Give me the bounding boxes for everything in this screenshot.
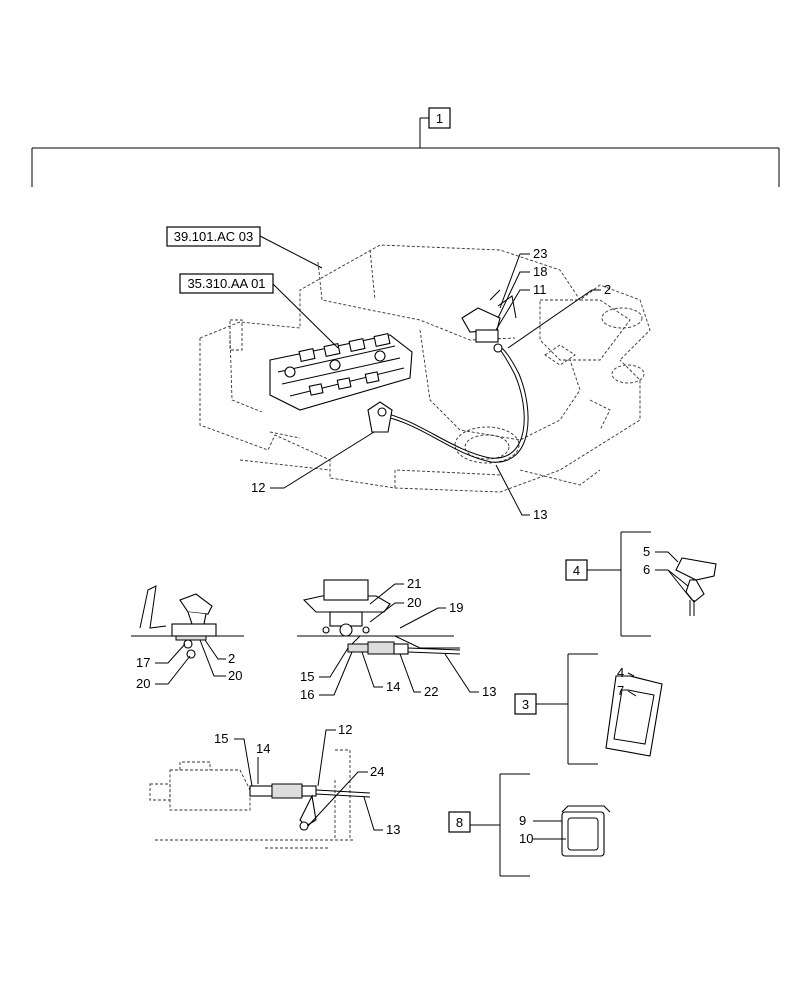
callout-3: 3 xyxy=(522,697,529,712)
item-number-label: 23 xyxy=(533,246,547,261)
kit-4: 4 5 6 xyxy=(565,531,717,637)
callout-8: 8 xyxy=(456,815,463,830)
item-number-label: 22 xyxy=(424,684,438,699)
detail-valve-cable-view: 15 14 12 24 13 xyxy=(149,722,400,849)
item-number-label: 21 xyxy=(407,576,421,591)
item-number-label: 24 xyxy=(370,764,384,779)
callout-1: 1 xyxy=(436,111,443,126)
item-number-label: 20 xyxy=(136,676,150,691)
item-number-label: 15 xyxy=(214,731,228,746)
item-number-label: 13 xyxy=(533,507,547,522)
kit-8: 8 9 10 xyxy=(448,773,611,877)
item-number-label: 14 xyxy=(386,679,400,694)
reference-39-101-label: 39.101.AC 03 xyxy=(174,229,254,244)
kit-3: 3 4 7 xyxy=(514,653,663,765)
item-number-label: 13 xyxy=(386,822,400,837)
detail-pedal-view: 17 20 2 20 xyxy=(131,585,244,691)
control-valve-bank xyxy=(269,333,413,411)
item-number-label: 9 xyxy=(519,813,526,828)
item-number-label: 15 xyxy=(300,669,314,684)
item-number-label: 20 xyxy=(228,668,242,683)
item-number-label: 19 xyxy=(449,600,463,615)
item-number-label: 4 xyxy=(617,665,624,680)
item-number-label: 20 xyxy=(407,595,421,610)
control-cable xyxy=(379,344,525,459)
reference-35-310-label: 35.310.AA 01 xyxy=(187,276,265,291)
item-number-label: 6 xyxy=(643,562,650,577)
item-number-label: 5 xyxy=(643,544,650,559)
top-bracket: 1 xyxy=(31,107,780,187)
item-number-label: 12 xyxy=(251,480,265,495)
item-number-label: 17 xyxy=(136,655,150,670)
item-number-label: 2 xyxy=(604,282,611,297)
main-assembly-view xyxy=(199,244,651,493)
main-view-labels: 23 18 11 2 12 13 xyxy=(251,246,611,522)
item-number-label: 12 xyxy=(338,722,352,737)
callout-4: 4 xyxy=(573,563,580,578)
reference-35-310[interactable]: 35.310.AA 01 xyxy=(179,273,339,349)
item-number-label: 14 xyxy=(256,741,270,756)
detail-switch-view: 21 20 19 15 16 14 22 13 xyxy=(297,576,496,702)
reference-39-101[interactable]: 39.101.AC 03 xyxy=(166,226,323,269)
item-number-label: 16 xyxy=(300,687,314,702)
item-number-label: 11 xyxy=(533,282,547,297)
item-number-label: 10 xyxy=(519,831,533,846)
item-number-label: 2 xyxy=(228,651,235,666)
item-number-label: 7 xyxy=(617,683,624,698)
item-number-label: 18 xyxy=(533,264,547,279)
item-number-label: 13 xyxy=(482,684,496,699)
